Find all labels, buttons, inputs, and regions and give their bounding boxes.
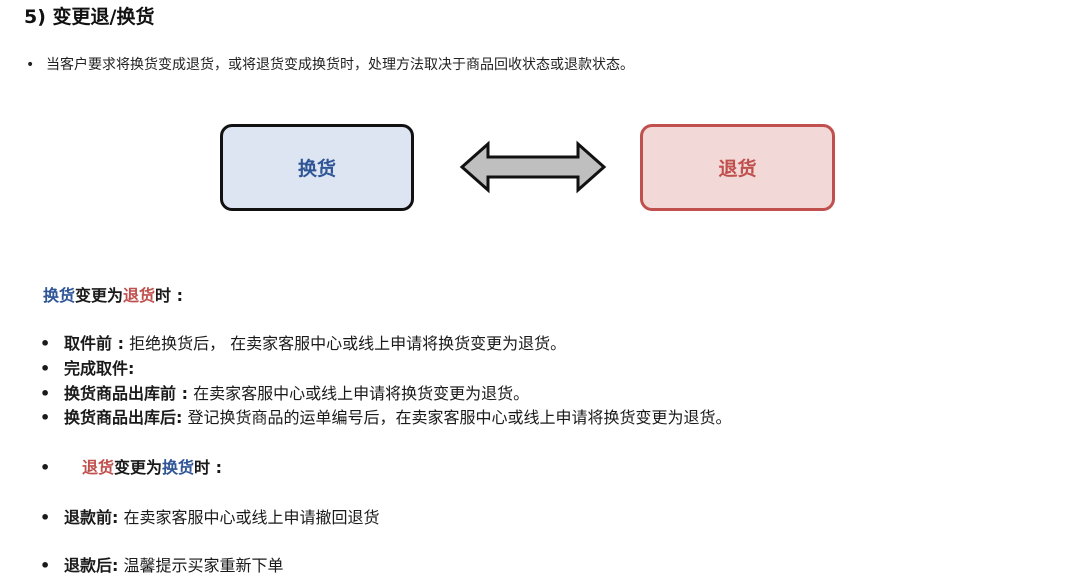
item-text: 登记换货商品的运单编号后，在卖家客服中心或线上申请将换货变更为退货。 [182,408,732,427]
section1-heading: 换货变更为退货时 : [43,282,183,306]
item-label: 换货商品出库后: [64,408,183,427]
item-label: 退款后: [64,556,119,575]
heading-exchange: 换货 [162,458,195,477]
bullet: • [40,508,51,527]
item-label: 退款前: [64,508,119,527]
item-text: 温馨提示买家重新下单 [118,556,284,575]
heading-return: 退货 [82,458,115,477]
return-box: 退货 [640,124,835,211]
intro-paragraph: • 当客户要求将换货变成退货，或将退货变成换货时，处理方法取决于商品回收状态或退款… [26,54,634,74]
list-item: • 换货商品出库后: 登记换货商品的运单编号后，在卖家客服中心或线上申请将换货变更… [40,404,732,428]
double-arrow-icon [459,140,607,194]
list-item: • 退款后: 温馨提示买家重新下单 [40,552,284,576]
bullet: • [40,556,51,575]
bullet: • [40,408,51,427]
item-label: 取件前 : [64,334,124,353]
bullet: • [26,57,35,73]
heading-change-to: 变更为 [75,286,124,305]
item-text: 在卖家客服中心或线上申请将换货变更为退货。 [187,384,530,403]
intro-text: 当客户要求将换货变成退货，或将退货变成换货时，处理方法取决于商品回收状态或退款状… [46,57,634,73]
heading-change-to: 变更为 [114,458,163,477]
list-item: • 退款前: 在卖家客服中心或线上申请撤回退货 [40,504,380,528]
exchange-box-label: 换货 [297,158,336,180]
bullet: • [40,334,51,353]
bullet: • [40,458,51,477]
heading-exchange: 换货 [43,286,76,305]
exchange-box: 换货 [220,124,414,211]
item-label: 换货商品出库前 : [64,384,188,403]
item-label: 完成取件: [64,359,135,378]
list-item: • 完成取件: [40,355,134,379]
list-item: • 换货商品出库前 : 在卖家客服中心或线上申请将换货变更为退货。 [40,380,529,404]
section2-heading: • 退货变更为换货时 : [40,454,222,478]
heading-when: 时 : [194,458,223,477]
item-text: 拒绝换货后， 在卖家客服中心或线上申请将换货变更为退货。 [123,334,567,353]
return-box-label: 退货 [718,158,757,180]
item-text: 在卖家客服中心或线上申请撤回退货 [118,508,380,527]
list-item: • 取件前 : 拒绝换货后， 在卖家客服中心或线上申请将换货变更为退货。 [40,330,566,354]
heading-return: 退货 [123,286,156,305]
heading-when: 时 : [155,286,184,305]
bullet: • [40,384,51,403]
section-title: 5) 变更退/换货 [24,6,155,28]
bullet: • [40,359,51,378]
